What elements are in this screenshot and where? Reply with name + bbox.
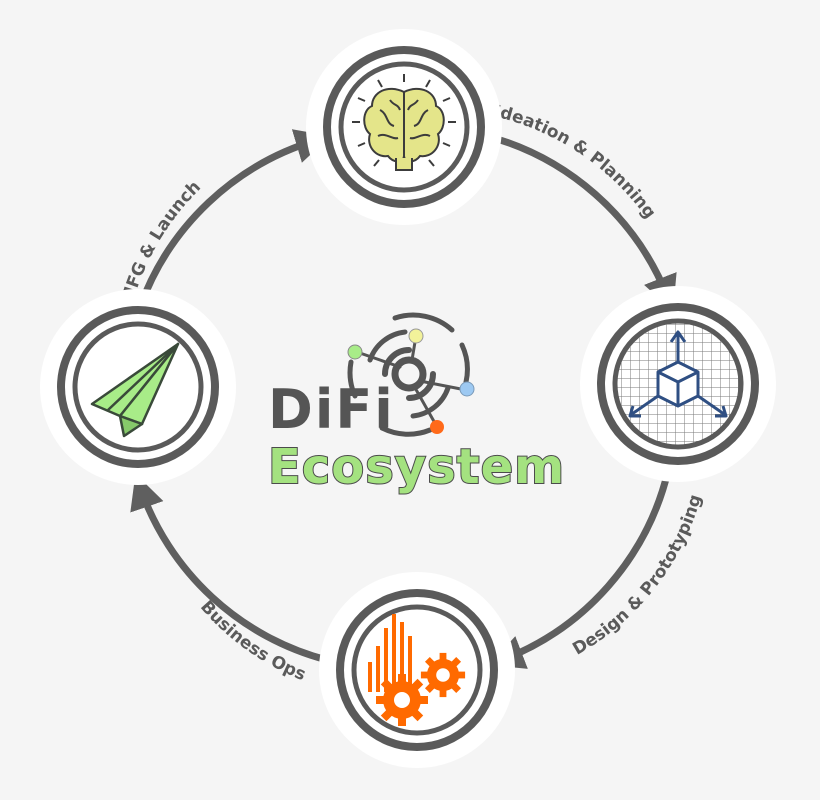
logo-difi-text: DiFi xyxy=(268,378,395,441)
gears-chart-icon xyxy=(368,614,466,726)
arrow-ideation-to-design xyxy=(479,131,677,312)
dot-green xyxy=(347,344,363,360)
cycle-arrows xyxy=(130,129,677,669)
dot-orange xyxy=(430,420,444,434)
node-mfg xyxy=(40,289,236,485)
arrow-design-to-business xyxy=(488,467,672,669)
arrow-mfg-to-ideation xyxy=(136,129,331,311)
dot-blue xyxy=(459,381,475,397)
node-business xyxy=(319,572,515,768)
difi-logo: DiFi Ecosystem xyxy=(267,312,565,496)
stage-label-ideation: Ideation & Planning xyxy=(492,101,660,222)
dot-yellow xyxy=(408,328,424,344)
node-design xyxy=(580,286,776,482)
arrow-business-to-mfg xyxy=(130,473,331,664)
logo-ecosystem-text: Ecosystem xyxy=(268,439,565,495)
3d-cube-icon xyxy=(628,330,728,418)
stage-label-business: Business Ops xyxy=(196,597,308,685)
orbit-icon xyxy=(347,312,470,437)
stage-label-design: Design & Prototyping xyxy=(569,492,706,659)
brain-icon xyxy=(352,74,456,171)
paper-plane-icon xyxy=(90,342,180,438)
node-ideation xyxy=(306,29,502,225)
stage-label-mfg: MFG & Launch xyxy=(118,177,205,306)
